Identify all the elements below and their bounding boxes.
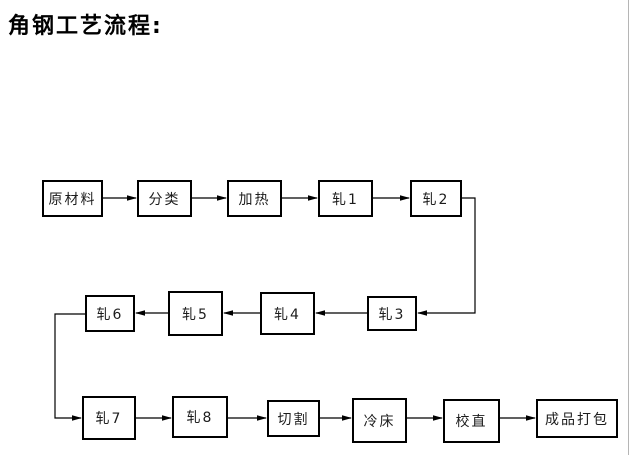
flow-node-rolling-2: 轧2 (410, 180, 462, 217)
flow-node-sorting: 分类 (137, 180, 192, 217)
edge-roll2-to-roll3 (417, 197, 476, 316)
edge-roll6-to-roll7 (54, 313, 85, 421)
flow-node-rolling-3: 轧3 (367, 296, 417, 331)
page-title: 角钢工艺流程: (8, 14, 163, 39)
flow-node-heating: 加热 (227, 180, 282, 217)
flow-node-raw-material: 原材料 (42, 180, 103, 217)
flow-node-rolling-7: 轧7 (82, 396, 136, 440)
flow-node-rolling-6: 轧6 (85, 295, 135, 332)
flow-node-cooling-bed: 冷床 (352, 398, 407, 443)
flow-node-rolling-4: 轧4 (260, 292, 315, 335)
flow-node-rolling-5: 轧5 (168, 291, 223, 336)
flow-node-packing: 成品打包 (536, 399, 618, 438)
flow-node-rolling-1: 轧1 (318, 180, 373, 217)
flow-node-rolling-8: 轧8 (172, 396, 228, 438)
flow-node-cutting: 切割 (267, 400, 320, 437)
flow-node-straightening: 校直 (443, 399, 500, 443)
